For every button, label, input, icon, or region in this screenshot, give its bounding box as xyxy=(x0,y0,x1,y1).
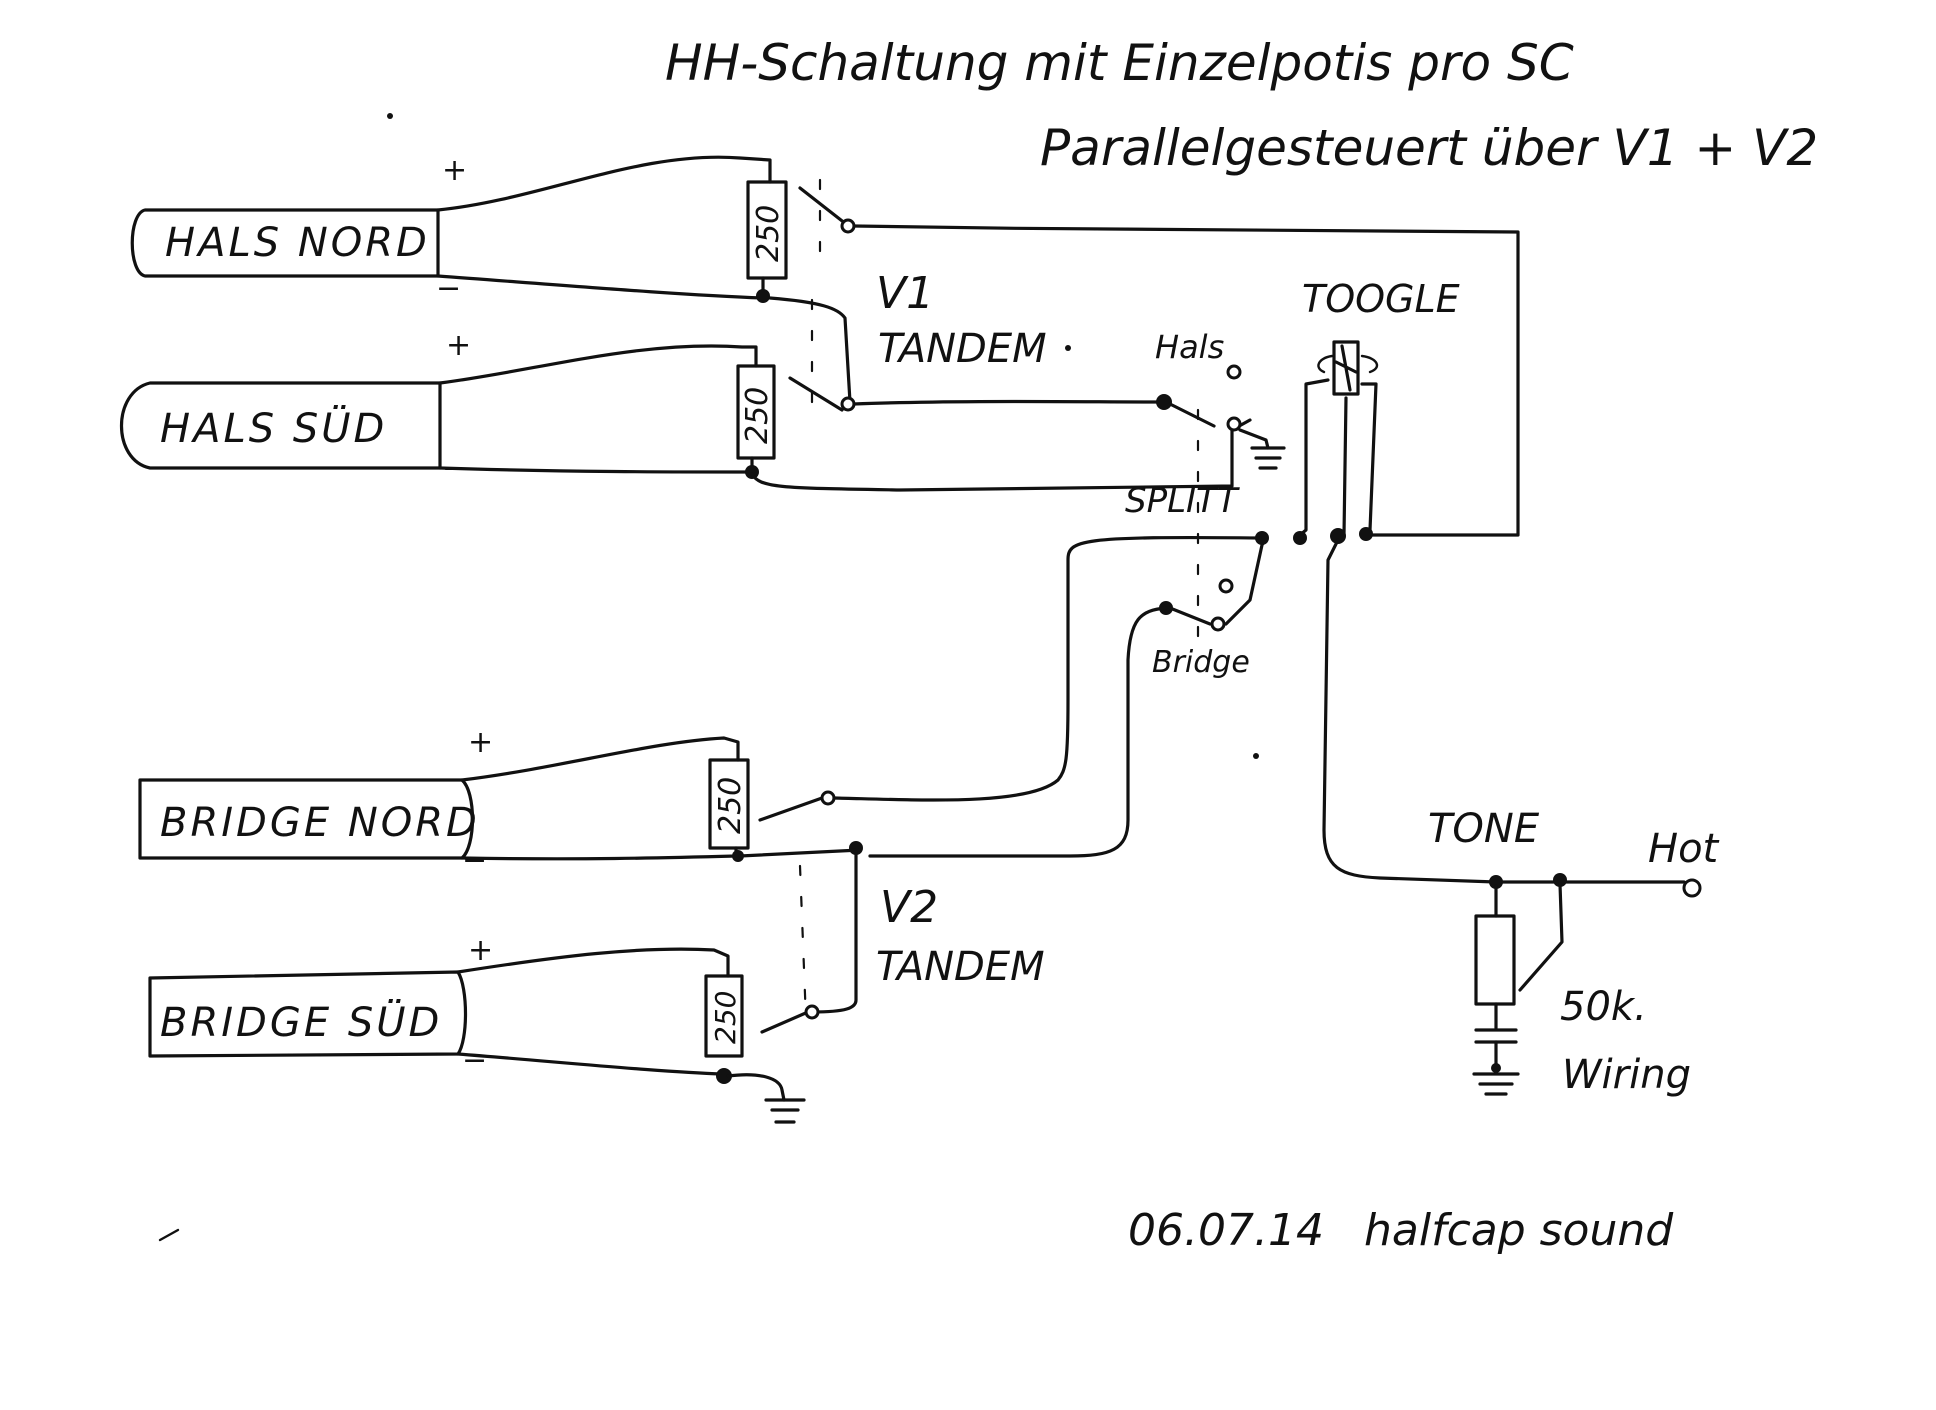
footer-date: 06.07.14 xyxy=(1128,1205,1324,1256)
pickup-label-bridge-sued: BRIDGE SÜD xyxy=(160,998,442,1046)
resistor-250-hals-nord xyxy=(746,180,788,280)
pickup-label-bridge-nord: BRIDGE NORD xyxy=(160,800,480,846)
switch-terminal xyxy=(1218,578,1234,594)
junction-square xyxy=(732,850,744,862)
pickup-bridge-nord: BRIDGE NORD + − xyxy=(138,725,493,878)
v1-section: 250 250 V1 TANDEM xyxy=(436,155,1520,537)
pickup-label-hals-nord: HALS NORD xyxy=(165,220,430,266)
pickup-label-hals-sued: HALS SÜD xyxy=(160,404,387,452)
resistor-value: 250 xyxy=(740,387,775,444)
scan-speck xyxy=(1253,753,1259,759)
toggle-lever xyxy=(1332,340,1360,396)
output-label: Hot xyxy=(1648,826,1720,872)
scan-speck xyxy=(387,113,393,119)
resistor-value: 250 xyxy=(713,777,748,834)
switch-label-bridge: Bridge xyxy=(1152,645,1250,680)
resistor-value: 250 xyxy=(709,991,742,1044)
pickup-hals-nord: HALS NORD + − xyxy=(130,153,467,306)
footer-note: halfcap sound xyxy=(1364,1205,1674,1256)
tone-value-label: 50k. xyxy=(1560,984,1647,1030)
hot-output-terminal xyxy=(1682,878,1702,898)
switch-terminal xyxy=(1226,416,1242,432)
scan-speck xyxy=(158,1228,180,1242)
switch-label-hals: Hals xyxy=(1155,328,1224,366)
ground-symbol xyxy=(1472,1072,1520,1096)
resistor-250-bridge-nord xyxy=(708,758,750,850)
tone-pot-resistor xyxy=(1474,914,1516,1006)
toggle-switch: TOOGLE xyxy=(1255,277,1498,884)
resistor-value: 250 xyxy=(751,205,786,262)
minus-sign: − xyxy=(462,1043,487,1078)
minus-sign: − xyxy=(462,843,487,878)
v2-section: 250 250 V2 TANDEM xyxy=(456,535,1262,1124)
v1-terminal xyxy=(840,396,856,412)
v2-terminal xyxy=(804,1004,820,1020)
v1-type-label: TANDEM xyxy=(878,326,1047,372)
plus-sign: + xyxy=(468,933,493,968)
switch-terminal xyxy=(1226,364,1242,380)
diagram-title-line1: HH-Schaltung mit Einzelpotis pro SC xyxy=(665,34,1574,92)
v2-type-label: TANDEM xyxy=(876,944,1045,990)
plus-sign: + xyxy=(468,725,493,760)
toggle-label: TOOGLE xyxy=(1302,277,1460,321)
v2-terminal xyxy=(820,790,836,806)
pickup-bridge-sued: BRIDGE SÜD + − xyxy=(148,933,493,1078)
capacitor-symbol xyxy=(1474,1028,1518,1044)
switch-label-split: SPLITT xyxy=(1125,481,1240,521)
pickup-hals-sued: HALS SÜD + − xyxy=(120,328,471,486)
plus-sign: + xyxy=(446,328,471,363)
split-switch: Hals SPLITT Bridge xyxy=(868,328,1286,858)
switch-terminal xyxy=(1210,616,1226,632)
diagram-title-line2: Parallelgesteuert über V1 + V2 xyxy=(1040,119,1818,177)
v1-label: V1 xyxy=(876,268,934,319)
ground-symbol xyxy=(764,1098,806,1124)
plus-sign: + xyxy=(442,153,467,188)
v1-terminal xyxy=(840,218,856,234)
stray-dot xyxy=(1065,345,1071,351)
tone-section: TONE Hot 50k. Wiring xyxy=(1428,806,1720,1098)
tone-wiring-label: Wiring xyxy=(1562,1052,1691,1098)
resistor-250-hals-sued xyxy=(736,364,776,460)
v2-label: V2 xyxy=(880,882,938,933)
tone-label: TONE xyxy=(1428,806,1540,852)
ground-symbol xyxy=(1238,428,1286,470)
resistor-250-bridge-sued xyxy=(704,974,744,1058)
